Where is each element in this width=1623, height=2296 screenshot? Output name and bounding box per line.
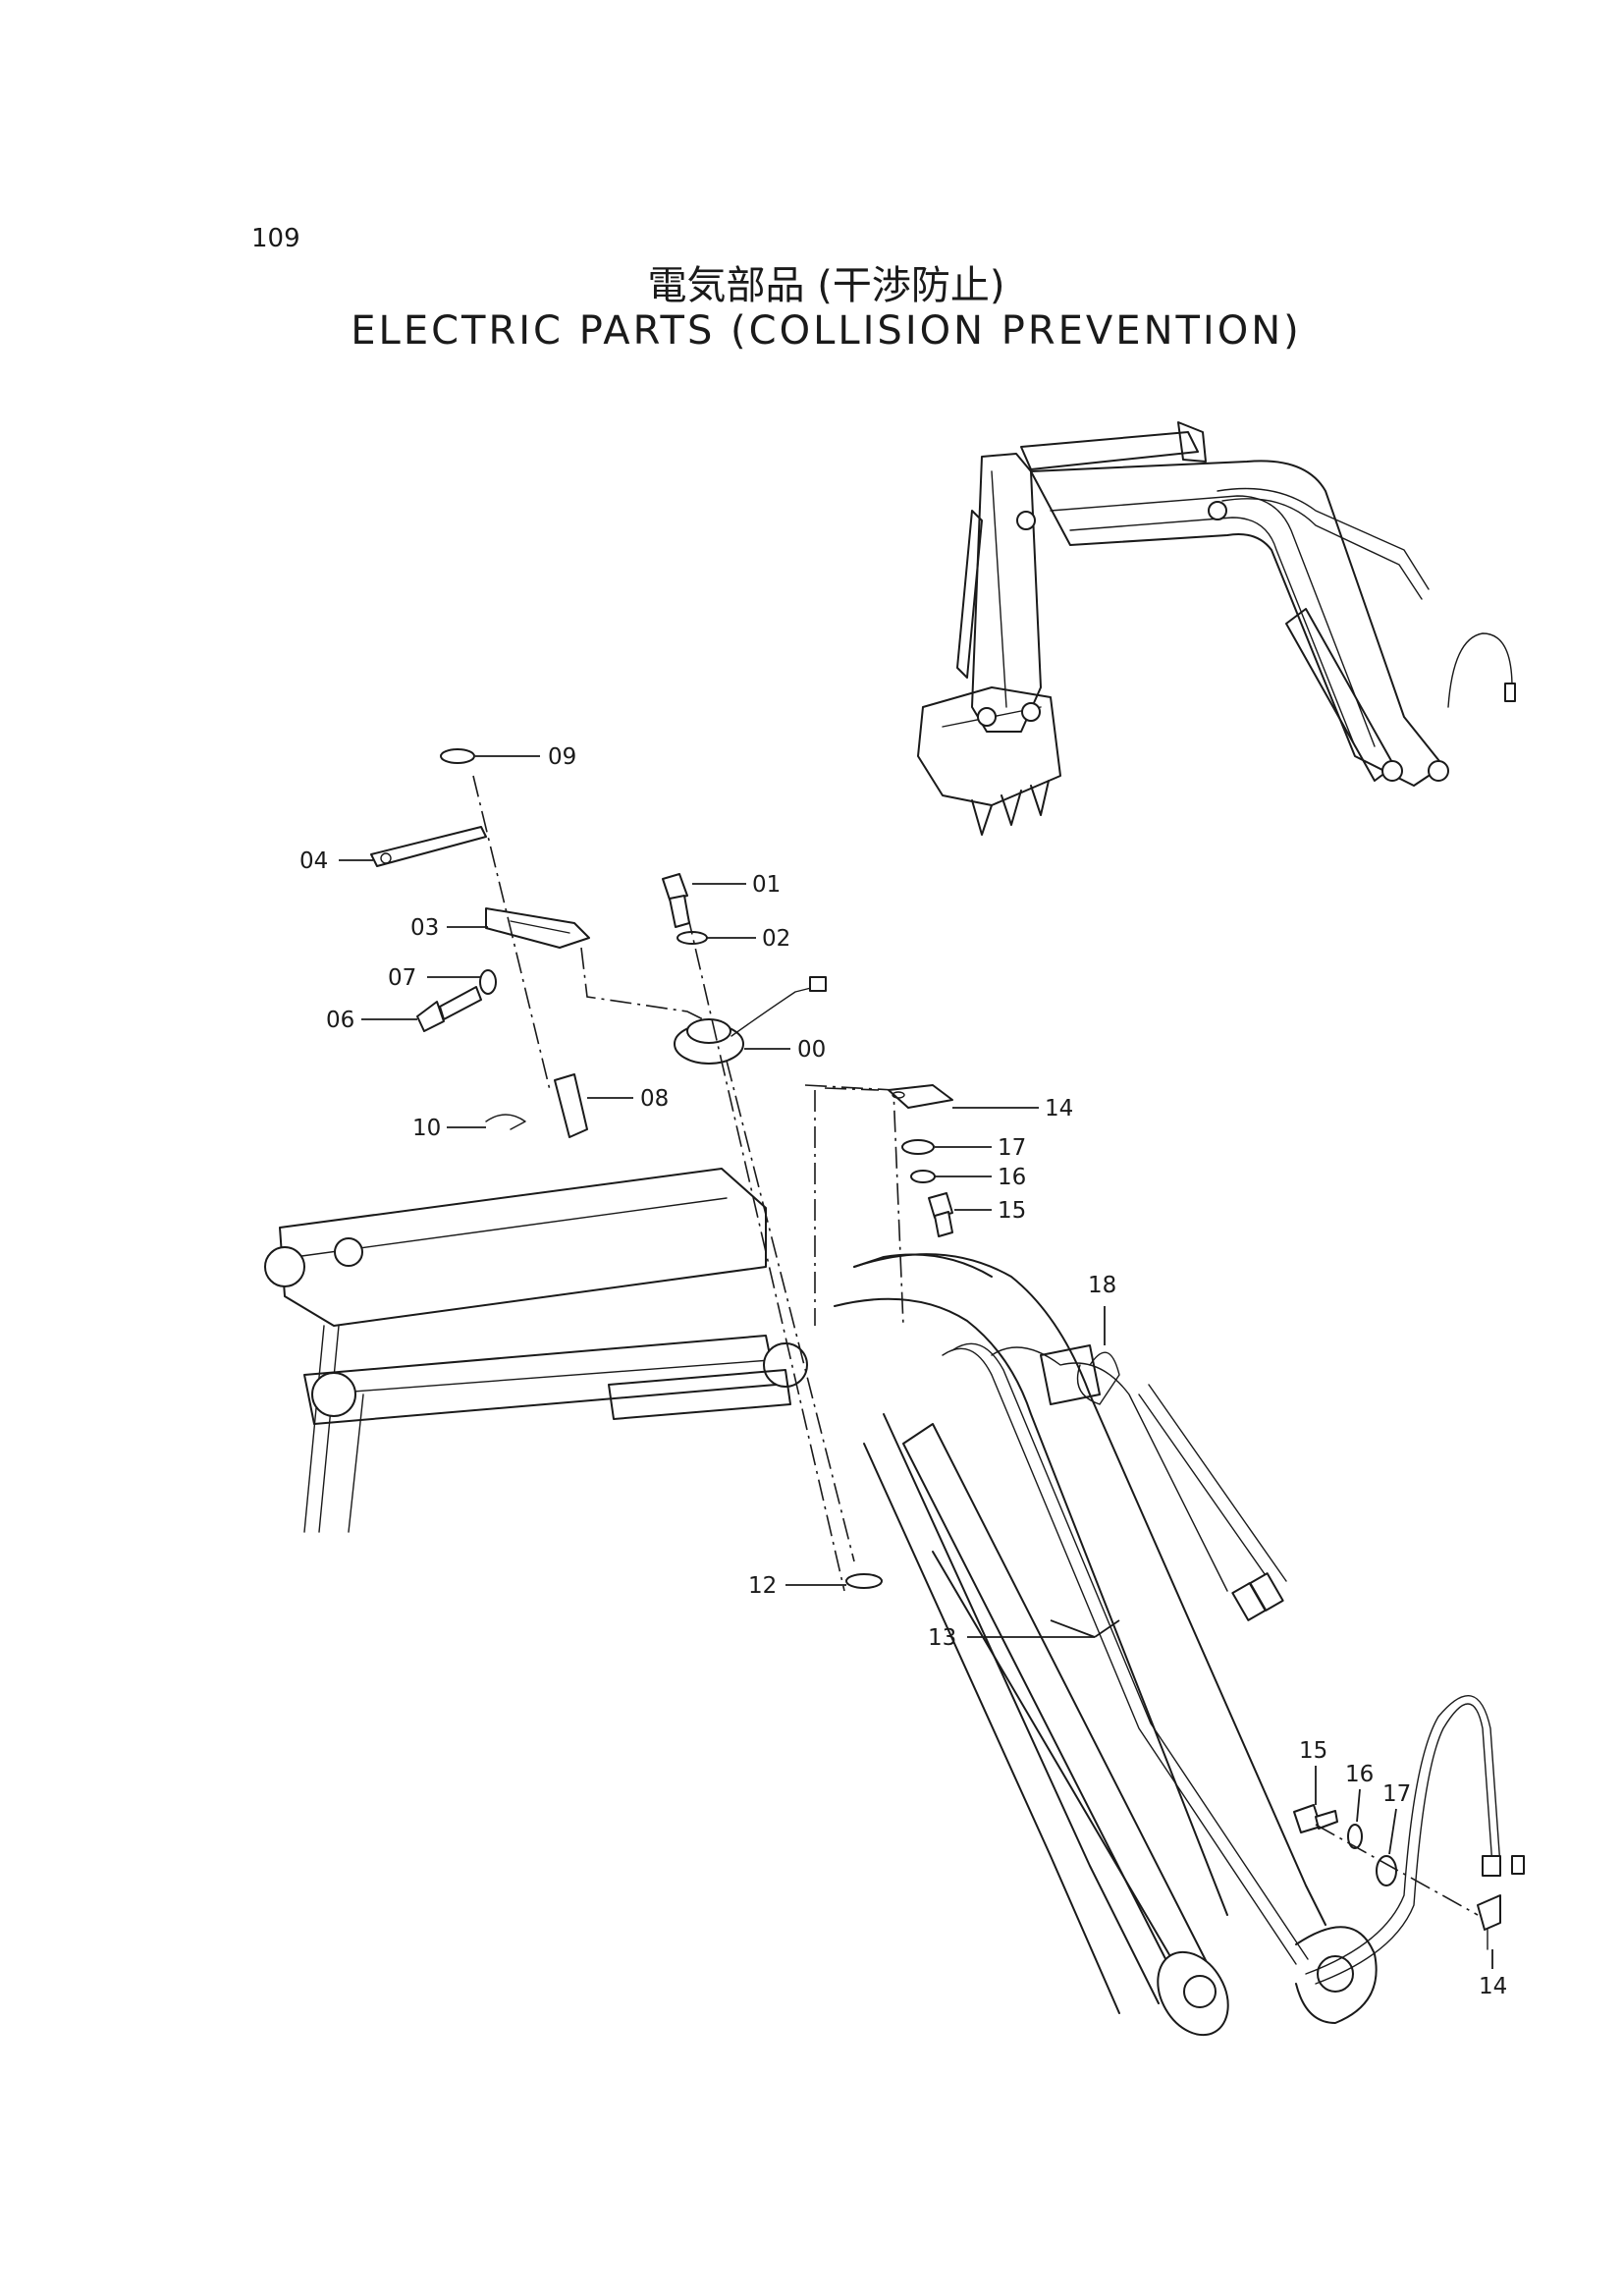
callout-14-upper: 14 — [1045, 1096, 1073, 1121]
part-17-washer-lower — [1376, 1855, 1397, 1886]
part-08-pin — [554, 1073, 588, 1138]
callout-17-lower: 17 — [1382, 1781, 1411, 1807]
main-boom-illustration — [264, 1168, 1525, 2037]
callout-labels: 09 04 01 03 02 07 06 00 10 08 14 17 16 1… — [299, 744, 1507, 1999]
callout-14-lower: 14 — [1479, 1974, 1507, 1999]
part-09-washer — [440, 748, 475, 764]
part-04-plate — [370, 826, 487, 867]
part-16-spring-washer-upper — [910, 1170, 936, 1183]
callout-16-lower: 16 — [1345, 1762, 1374, 1787]
inset-excavator-boom-illustration — [917, 421, 1516, 836]
title-english: ELECTRIC PARTS (COLLISION PREVENTION) — [351, 308, 1302, 354]
part-06-bolt — [416, 1001, 445, 1032]
part-16-spring-washer-lower — [1347, 1824, 1363, 1849]
callout-12: 12 — [748, 1573, 777, 1599]
part-17-washer-upper — [901, 1139, 935, 1155]
part-01-bolt — [662, 873, 688, 901]
part-03-bracket — [485, 907, 590, 949]
callout-02: 02 — [762, 926, 790, 952]
callout-17-upper: 17 — [998, 1135, 1026, 1161]
callout-10: 10 — [412, 1116, 441, 1141]
callout-16-upper: 16 — [998, 1165, 1026, 1190]
callout-09: 09 — [548, 744, 576, 770]
callout-04: 04 — [299, 848, 328, 874]
callout-07: 07 — [388, 965, 416, 991]
exploded-parts-cluster — [370, 748, 1479, 1916]
title-japanese: 電気部品 (干渉防止) — [647, 263, 1005, 308]
callout-15-lower: 15 — [1299, 1738, 1327, 1764]
callout-08: 08 — [640, 1086, 669, 1112]
callout-leaders — [339, 755, 1493, 1969]
callout-00: 00 — [797, 1037, 826, 1063]
callout-01: 01 — [752, 872, 781, 898]
page-number: 109 — [251, 224, 300, 253]
callout-13: 13 — [928, 1625, 956, 1651]
part-07-washer — [479, 969, 497, 995]
callout-15-upper: 15 — [998, 1198, 1026, 1224]
part-12-washer — [845, 1573, 883, 1589]
part-10-cotter — [485, 1114, 526, 1130]
callout-18: 18 — [1088, 1273, 1116, 1298]
part-14-bracket-upper — [888, 1084, 953, 1109]
callout-03: 03 — [410, 915, 439, 941]
callout-06: 06 — [326, 1008, 354, 1033]
